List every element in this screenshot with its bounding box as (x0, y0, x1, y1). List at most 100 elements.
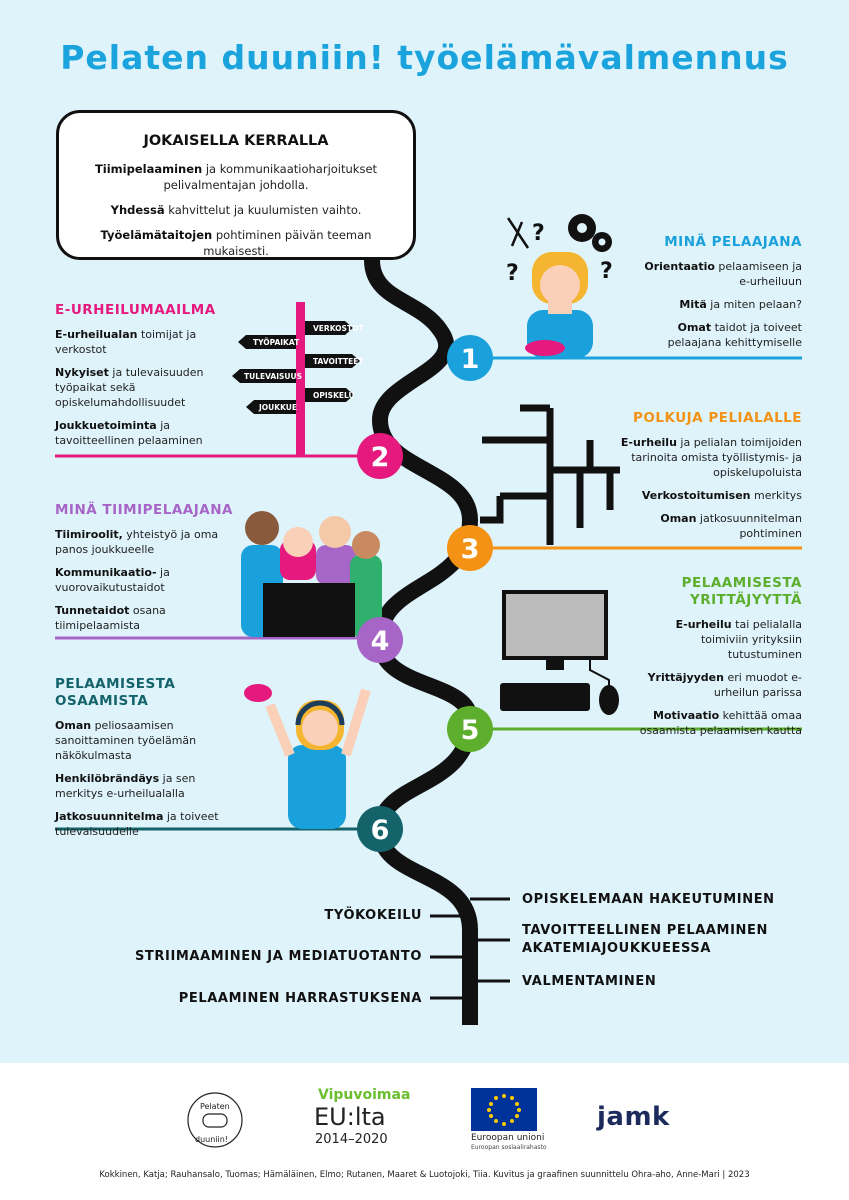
line-text: ja sen merkitys e-urheilualalla (55, 772, 196, 800)
line-bold: Jatkosuunnitelma (55, 810, 164, 823)
callout-line: Tiimipelaaminen ja kommunikaatioharjoitu… (69, 161, 403, 193)
keyboard (500, 683, 590, 711)
step-circle-3: 3 (447, 525, 493, 571)
neck (548, 300, 572, 314)
step5-line: Motivaatio kehittää omaa osaamista pelaa… (627, 708, 802, 738)
step-number: 5 (461, 715, 480, 746)
signpost: TYÖPAIKAT TULEVAISUUS JOUKKUE VERKOSTOT … (232, 302, 364, 456)
step-number: 6 (371, 815, 390, 846)
road-map-illustration (480, 404, 620, 545)
callout-text: kahvittelut ja kuulumisten vaihto. (164, 203, 362, 217)
pelaten-logo-text: Pelaten (200, 1102, 230, 1111)
step-number: 2 (371, 442, 390, 473)
face (302, 710, 338, 746)
line-bold: Henkilöbrändäys (55, 772, 160, 785)
outcome-right: OPISKELEMAAN HAKEUTUMINEN (522, 892, 775, 907)
line-text: merkitys (750, 489, 802, 502)
line-text: ja tulevaisuuden työpaikat sekä opiskelu… (55, 366, 204, 409)
line-text: taidot ja toiveet pelaajana kehittymisel… (667, 321, 802, 349)
face (540, 265, 580, 305)
step1-illustration: ? ? ? (506, 214, 613, 358)
line-bold: Tunnetaidot (55, 604, 130, 617)
person-face (245, 511, 279, 545)
line-bold: Verkostoitumisen (641, 489, 751, 502)
sign-left (238, 335, 296, 349)
outcome-right: VALMENTAMINEN (522, 974, 657, 989)
callout-line: Työelämätaitojen pohtiminen päivän teema… (69, 227, 403, 259)
line-text: jatkosuunnitelman pohtiminen (696, 512, 802, 540)
line-text: toimijat ja verkostot (55, 328, 197, 356)
eu-flag-icon (471, 1088, 537, 1131)
years-logo: 2014–2020 (315, 1132, 388, 1147)
step-circle-5: 5 (447, 706, 493, 752)
step-circle-4: 4 (357, 617, 403, 663)
computer-illustration (500, 590, 619, 715)
step5-heading: PELAAMISESTA YRITTÄJYYTTÄ (681, 575, 802, 608)
sign-label: TULEVAISUUS (244, 372, 302, 381)
sign-right (305, 388, 354, 402)
question-icon: ? (506, 261, 519, 286)
map-road (480, 492, 550, 524)
monitor (502, 590, 608, 660)
step1-section: MINÄ PELAAJANA Orientaatio pelaamiseen j… (632, 234, 802, 358)
person-face (283, 527, 313, 557)
gear-hole (577, 223, 587, 233)
step2-heading: E-URHEILUMAAILMA (55, 302, 216, 318)
step6-line: Jatkosuunnitelma ja toiveet tulevaisuude… (55, 809, 235, 839)
eulta-logo: EU:lta (314, 1103, 386, 1131)
arm (265, 688, 371, 757)
callout-bold: Tiimipelaaminen (94, 162, 203, 176)
person-face (319, 516, 351, 548)
step-number: 3 (461, 534, 480, 565)
line-bold: Mitä (679, 298, 707, 311)
step4-line: Tunnetaidot osana tiimipelaamista (55, 603, 235, 633)
compass-icon (506, 217, 530, 249)
step-number: 1 (461, 344, 480, 375)
sign-left (246, 400, 296, 414)
step1-line: Mitä ja miten pelaan? (632, 297, 802, 312)
step1-line: Omat taidot ja toiveet pelaajana kehitty… (632, 320, 802, 350)
question-icon: ? (532, 221, 545, 246)
callout-text: pohtiminen päivän teeman mukaisesti. (203, 228, 372, 258)
line-bold: Oman (55, 719, 92, 732)
sign-label: TYÖPAIKAT (253, 338, 300, 347)
sign-left (232, 369, 296, 383)
step-circle-6: 6 (357, 806, 403, 852)
step2-line: Nykyiset ja tulevaisuuden työpaikat sekä… (55, 365, 225, 410)
step-circle-1: 1 (447, 335, 493, 381)
line-text: osana tiimipelaamista (55, 604, 166, 632)
callout-line: Yhdessä kahvittelut ja kuulumisten vaiht… (69, 202, 403, 218)
outcome-right: AKATEMIAJOUKKUEESSA (522, 941, 712, 956)
line-text: ja tavoitteellinen pelaaminen (55, 419, 203, 447)
line-text: ja miten pelaan? (706, 298, 802, 311)
line-bold: Motivaatio (653, 709, 720, 722)
step3-heading: POLKUJA PELIALALLE (633, 410, 802, 426)
page-title: Pelaten duuniin! työelämävalmennus (60, 38, 789, 77)
step6-section: PELAAMISESTA OSAAMISTA Oman peliosaamise… (55, 676, 235, 847)
line-text: pelaamiseen ja e-urheiluun (714, 260, 802, 288)
jamk-logo: jamk (597, 1102, 670, 1132)
gamepad-icon (244, 684, 272, 702)
pelaten-logo-text: duuniin! (195, 1135, 229, 1144)
line-bold: E-urheilu (675, 618, 732, 631)
line-text: yhteistyö ja oma panos joukkueelle (55, 528, 219, 556)
headphones-icon (295, 700, 345, 726)
callout-bold: Yhdessä (110, 203, 165, 217)
question-icon: ? (600, 259, 613, 284)
sign-right (305, 354, 360, 368)
line-bold: E-urheilualan (55, 328, 138, 341)
line-bold: Oman (660, 512, 697, 525)
line-bold: Tiimiroolit, (55, 528, 123, 541)
road-diagram: ? ? ? TYÖPAIKAT TULEVAISUUS JOUKKUE VERK… (55, 214, 802, 1025)
shirt (288, 745, 346, 829)
callout-heading: JOKAISELLA KERRALLA (143, 133, 329, 149)
gamepad-icon (525, 340, 565, 356)
step3-line: Oman jatkosuunnitelman pohtiminen (617, 511, 802, 541)
line-bold: Yrittäjyyden (647, 671, 724, 684)
step4-heading: MINÄ TIIMIPELAAJANA (55, 502, 233, 518)
monitor (263, 583, 355, 637)
step-circle-2: 2 (357, 433, 403, 479)
vipuvoimaa-logo: Vipuvoimaa (318, 1087, 411, 1103)
person-face (352, 531, 380, 559)
